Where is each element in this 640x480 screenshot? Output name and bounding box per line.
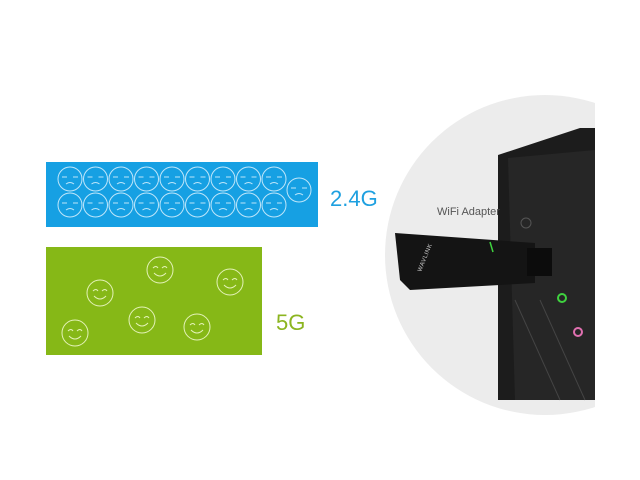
happy-face-icon [183, 313, 211, 341]
happy-face-icon [128, 306, 156, 334]
sad-face-icon [83, 192, 108, 218]
sad-face-icon [159, 166, 185, 192]
band-5g-label: 5G [276, 310, 306, 335]
happy-face-icon [216, 268, 244, 296]
band-2.4g-label: 2.4G [330, 186, 378, 211]
audio-port-pink [573, 327, 583, 337]
sad-face-icon [185, 192, 210, 218]
sad-face-icon [108, 192, 134, 218]
sad-face-icon [57, 192, 83, 218]
sad-face-icon [108, 166, 134, 192]
sad-face-icon [236, 192, 261, 218]
wifi-adapter-label: WiFi Adapter [437, 206, 500, 218]
sad-face-icon [57, 166, 83, 192]
sad-face-icon [210, 166, 236, 192]
sad-face-icon [236, 166, 261, 192]
wifi-adapter: WAVLINK [395, 233, 552, 290]
sad-face-icon [261, 166, 287, 192]
sad-face-icon [185, 166, 210, 192]
sad-face-icon [134, 192, 159, 218]
happy-face-icon [146, 256, 174, 284]
sad-face-icon [210, 192, 236, 218]
happy-face-icon [86, 279, 114, 307]
sad-face-icon [134, 166, 159, 192]
led-indicator [489, 241, 494, 253]
happy-face-icon [61, 319, 89, 347]
sad-face-icon [286, 177, 312, 203]
sad-face-icon [261, 192, 287, 218]
audio-port-green [557, 293, 567, 303]
sad-face-icon [159, 192, 185, 218]
band-5g-box [46, 247, 262, 355]
sad-face-icon [83, 166, 108, 192]
